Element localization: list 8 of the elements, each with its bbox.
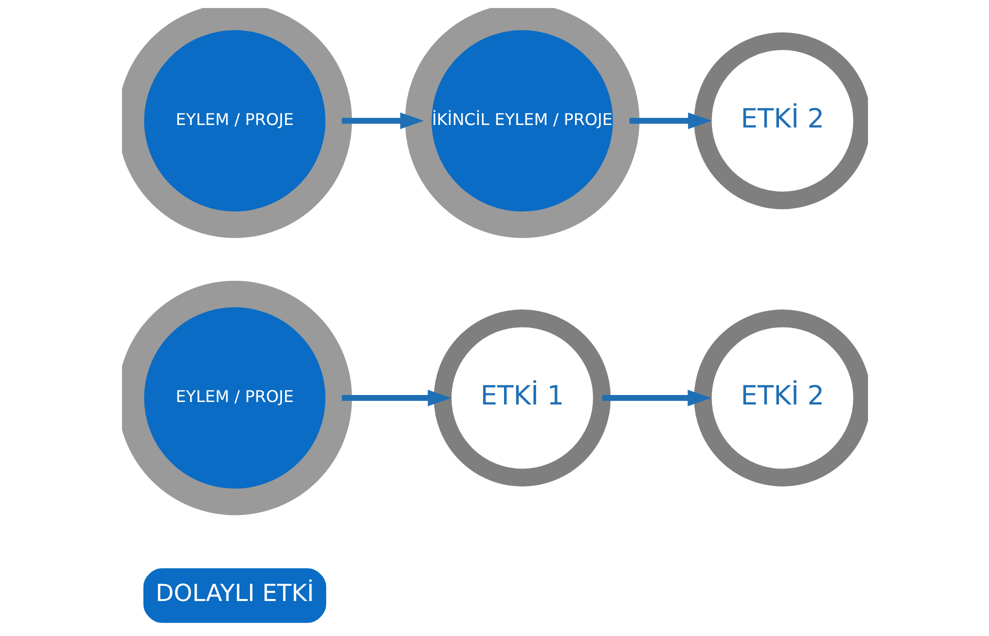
arrow	[341, 112, 424, 130]
arrow	[602, 390, 711, 406]
arrow	[629, 112, 712, 130]
node-circle: ETKİ 2	[694, 310, 868, 486]
node-box: DOLAYLI ETKİ	[142, 568, 326, 623]
arrow	[341, 390, 451, 406]
node-circle: ETKİ 1	[433, 310, 610, 486]
node-circle: ETKİ 2	[694, 32, 868, 210]
